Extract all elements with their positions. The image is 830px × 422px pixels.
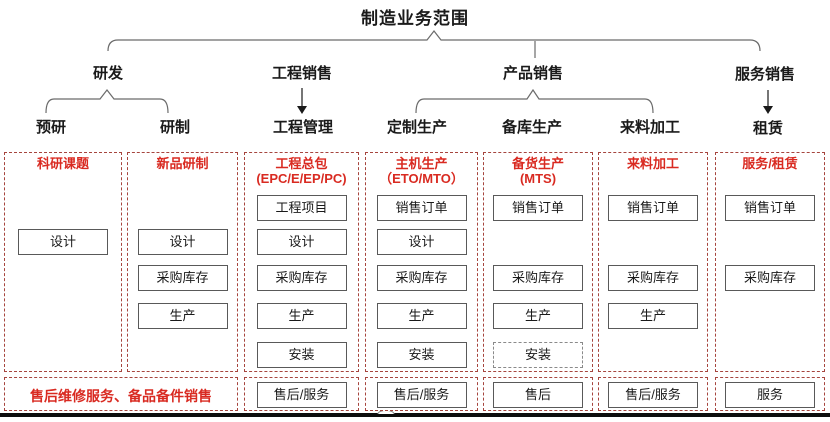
arrow-down-icon	[297, 88, 307, 114]
process-box: 销售订单	[725, 195, 815, 221]
process-box-optional: 安装	[493, 342, 583, 368]
column-header: 服务/租赁	[742, 156, 798, 171]
column-epc: 工程总包 (EPC/E/EP/PC) 工程项目 设计 采购库存 生产 安装	[244, 152, 359, 372]
node-custom-production: 定制生产	[386, 119, 448, 136]
process-box: 采购库存	[376, 265, 467, 291]
process-box: 售后	[493, 382, 583, 408]
column-eto-mto: 主机生产 （ETO/MTO） 销售订单 设计 采购库存 生产 安装	[365, 152, 478, 372]
process-box: 设计	[256, 229, 347, 255]
bottom-cell: 售后/服务	[365, 377, 478, 411]
process-box: 采购库存	[725, 265, 815, 291]
bottom-cell: 售后	[483, 377, 593, 411]
bottom-aftersales-merged: 售后维修服务、备品备件销售	[4, 377, 238, 411]
node-leasing: 租赁	[752, 120, 784, 137]
column-research-topic: 科研课题 设计	[4, 152, 122, 372]
process-box: 销售订单	[376, 195, 467, 221]
column-incoming-processing: 来料加工 销售订单 采购库存 生产	[598, 152, 708, 372]
top-brace	[107, 30, 761, 52]
process-box: 生产	[376, 303, 467, 329]
bottom-cell: 售后/服务	[598, 377, 708, 411]
node-development: 研制	[159, 119, 191, 136]
branch-rd: 研发	[92, 65, 124, 82]
process-box: 设计	[376, 229, 467, 255]
process-box: 生产	[493, 303, 583, 329]
column-header: 备货生产 (MTS)	[511, 156, 564, 186]
process-box: 生产	[608, 303, 698, 329]
process-box: 服务	[725, 382, 815, 408]
column-header: 新品研制	[156, 156, 209, 171]
bottom-cell: 售后/服务	[244, 377, 359, 411]
node-engineering-mgmt: 工程管理	[272, 119, 334, 136]
process-box: 生产	[137, 303, 228, 329]
bottom-black-bar	[0, 413, 830, 417]
column-new-product: 新品研制 设计 采购库存 生产	[127, 152, 238, 372]
bottom-cell: 服务	[715, 377, 825, 411]
arrow-down-icon	[763, 90, 773, 114]
node-pre-research: 预研	[35, 119, 67, 136]
column-service-lease: 服务/租赁 销售订单 采购库存	[715, 152, 825, 372]
branch-product-sales: 产品销售	[502, 65, 564, 82]
node-stock-production: 备库生产	[501, 119, 563, 136]
process-box: 售后/服务	[608, 382, 698, 408]
process-box: 设计	[18, 229, 108, 255]
aftersales-label: 售后维修服务、备品备件销售	[30, 388, 212, 404]
process-box: 设计	[137, 229, 228, 255]
process-box: 采购库存	[608, 265, 698, 291]
page-title: 制造业务范围	[361, 9, 469, 28]
process-box: 安装	[256, 342, 347, 368]
rd-brace	[45, 89, 169, 114]
node-incoming-processing: 来料加工	[619, 119, 681, 136]
process-box: 生产	[256, 303, 347, 329]
product-sales-brace	[415, 88, 654, 114]
column-header: 科研课题	[36, 156, 89, 171]
process-box: 采购库存	[137, 265, 228, 291]
process-box: 工程项目	[256, 195, 347, 221]
process-box: 销售订单	[608, 195, 698, 221]
process-box: 安装	[376, 342, 467, 368]
branch-engineering-sales: 工程销售	[271, 65, 333, 82]
process-box: 售后/服务	[256, 382, 347, 408]
process-box: 采购库存	[493, 265, 583, 291]
column-header: 工程总包 (EPC/E/EP/PC)	[256, 156, 347, 186]
column-mts: 备货生产 (MTS) 销售订单 采购库存 生产 安装	[483, 152, 593, 372]
branch-service-sales: 服务销售	[734, 66, 796, 83]
process-box: 售后/服务	[376, 382, 467, 408]
column-header: 主机生产 （ETO/MTO）	[379, 156, 464, 186]
process-box: 采购库存	[256, 265, 347, 291]
column-header: 来料加工	[626, 156, 679, 171]
process-box: 销售订单	[493, 195, 583, 221]
